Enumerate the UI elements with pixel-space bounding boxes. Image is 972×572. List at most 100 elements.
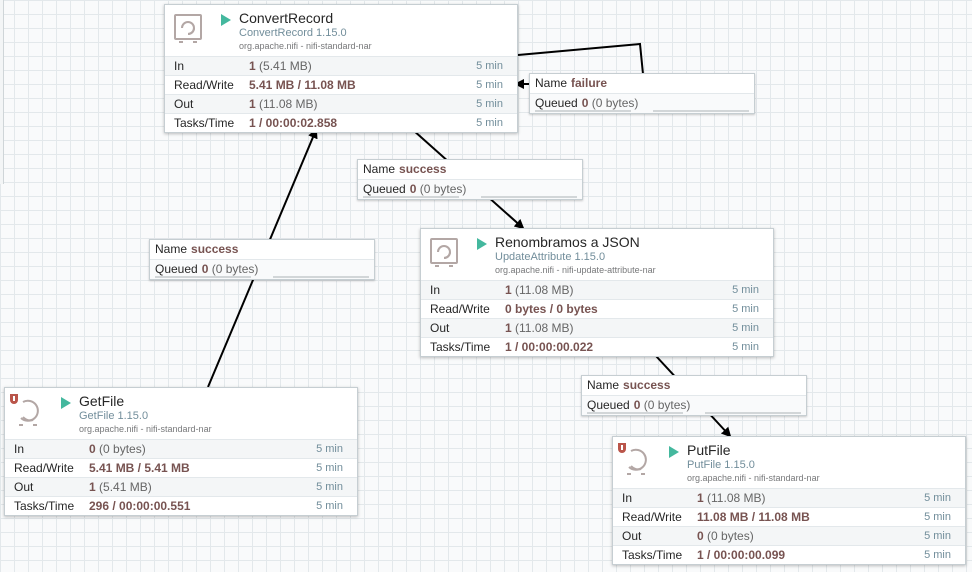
processor-icon: [174, 14, 202, 43]
queued-count: 0: [633, 398, 641, 412]
connection-name: success: [399, 162, 447, 176]
stat-row-in: In 0 (0 bytes) 5 min: [5, 439, 357, 458]
stat-row-tasks: Tasks/Time 296 / 00:00:00.551 5 min: [5, 496, 357, 515]
stat-row-out: Out 0 (0 bytes) 5 min: [613, 526, 965, 545]
stat-window: 5 min: [924, 511, 951, 523]
connection-queued-label: Queued: [155, 262, 198, 276]
stat-row-tasks: Tasks/Time 1 / 00:00:00.099 5 min: [613, 545, 965, 564]
stat-window: 5 min: [924, 530, 951, 542]
connection-name: success: [191, 242, 239, 256]
queue-size-bar: [273, 276, 369, 278]
processor-type: PutFile 1.15.0: [687, 459, 755, 471]
stat-value: 1 (11.08 MB): [697, 491, 766, 505]
processor-name: PutFile: [687, 442, 731, 458]
queued-count: 0: [201, 262, 209, 276]
processor-name: Renombramos a JSON: [495, 234, 640, 250]
stat-window: 5 min: [732, 284, 759, 296]
stat-label: Tasks/Time: [174, 116, 235, 130]
processor-name: GetFile: [79, 393, 125, 409]
stat-row-in: In 1 (5.41 MB) 5 min: [165, 56, 517, 75]
stat-value: 0 (0 bytes): [697, 529, 754, 543]
stat-label: Out: [622, 529, 642, 543]
run-status-icon: [669, 446, 679, 458]
canvas-left-panel-edge: [0, 0, 4, 184]
queue-size-bar: [481, 196, 577, 198]
connection-queued-label: Queued: [363, 182, 406, 196]
connection-name-label: Name: [587, 378, 620, 392]
stat-value: 296 / 00:00:00.551: [89, 499, 191, 513]
stat-value: 1 / 00:00:00.099: [697, 548, 786, 562]
stat-window: 5 min: [316, 443, 343, 455]
stat-value: 0 bytes / 0 bytes: [505, 302, 598, 316]
stat-window: 5 min: [316, 500, 343, 512]
processor-stats: In 1 (11.08 MB) 5 min Read/Write 0 bytes…: [421, 280, 773, 356]
stat-value: 1 / 00:00:02.858: [249, 116, 338, 130]
connection-queued-label: Queued: [535, 96, 578, 110]
queue-backpressure-bar: [587, 412, 683, 414]
processor-type: ConvertRecord 1.15.0: [239, 27, 347, 39]
processor-icon: [430, 238, 458, 267]
stat-row-tasks: Tasks/Time 1 / 00:00:02.858 5 min: [165, 113, 517, 132]
processor-header: GetFile GetFile 1.15.0 org.apache.nifi -…: [5, 388, 357, 439]
queued-size: (0 bytes): [643, 398, 691, 412]
processor-getfile[interactable]: GetFile GetFile 1.15.0 org.apache.nifi -…: [4, 387, 358, 516]
stat-window: 5 min: [732, 322, 759, 334]
stat-label: In: [14, 442, 25, 456]
processor-type: UpdateAttribute 1.15.0: [495, 251, 606, 263]
stat-window: 5 min: [476, 98, 503, 110]
processor-renombramos-a-json[interactable]: Renombramos a JSON UpdateAttribute 1.15.…: [420, 228, 774, 357]
connection-name-label: Name: [535, 76, 568, 90]
stat-window: 5 min: [924, 549, 951, 561]
restricted-icon: [618, 443, 626, 453]
stat-label: Read/Write: [174, 78, 234, 92]
stat-value: 0 (0 bytes): [89, 442, 146, 456]
stat-window: 5 min: [316, 481, 343, 493]
processor-bundle: org.apache.nifi - nifi-standard-nar: [687, 473, 820, 483]
stat-row-read-write: Read/Write 0 bytes / 0 bytes 5 min: [421, 299, 773, 318]
connection-name-label: Name: [363, 162, 396, 176]
queued-size: (0 bytes): [591, 96, 639, 110]
processor-putfile[interactable]: PutFile PutFile 1.15.0 org.apache.nifi -…: [612, 436, 966, 565]
stat-label: Read/Write: [622, 510, 682, 524]
restricted-icon: [10, 394, 18, 404]
queue-size-bar: [653, 110, 749, 112]
queued-count: 0: [409, 182, 417, 196]
processor-stats: In 1 (11.08 MB) 5 min Read/Write 11.08 M…: [613, 488, 965, 564]
stat-label: Tasks/Time: [14, 499, 75, 513]
processor-convertrecord[interactable]: ConvertRecord ConvertRecord 1.15.0 org.a…: [164, 4, 518, 133]
stat-window: 5 min: [924, 492, 951, 504]
stat-row-read-write: Read/Write 11.08 MB / 11.08 MB 5 min: [613, 507, 965, 526]
queued-count: 0: [581, 96, 589, 110]
stat-window: 5 min: [732, 341, 759, 353]
stat-value: 1 (11.08 MB): [505, 321, 574, 335]
processor-header: PutFile PutFile 1.15.0 org.apache.nifi -…: [613, 437, 965, 488]
connection-line-failure-loop[interactable]: [517, 42, 644, 75]
stat-window: 5 min: [476, 60, 503, 72]
stat-label: Read/Write: [14, 461, 74, 475]
stat-value: 1 (5.41 MB): [89, 480, 152, 494]
stat-value: 5.41 MB / 11.08 MB: [249, 78, 356, 92]
stat-value: 1 (11.08 MB): [249, 97, 318, 111]
stat-row-in: In 1 (11.08 MB) 5 min: [613, 488, 965, 507]
connection-name: failure: [571, 76, 608, 90]
processor-name: ConvertRecord: [239, 10, 334, 26]
stat-value: 1 (5.41 MB): [249, 59, 312, 73]
stat-label: Read/Write: [430, 302, 490, 316]
queued-size: (0 bytes): [419, 182, 467, 196]
processor-icon: [627, 448, 647, 475]
queue-backpressure-bar: [535, 110, 631, 112]
stat-window: 5 min: [476, 79, 503, 91]
stat-value: 1 (11.08 MB): [505, 283, 574, 297]
processor-header: ConvertRecord ConvertRecord 1.15.0 org.a…: [165, 5, 517, 56]
processor-bundle: org.apache.nifi - nifi-update-attribute-…: [495, 265, 656, 275]
